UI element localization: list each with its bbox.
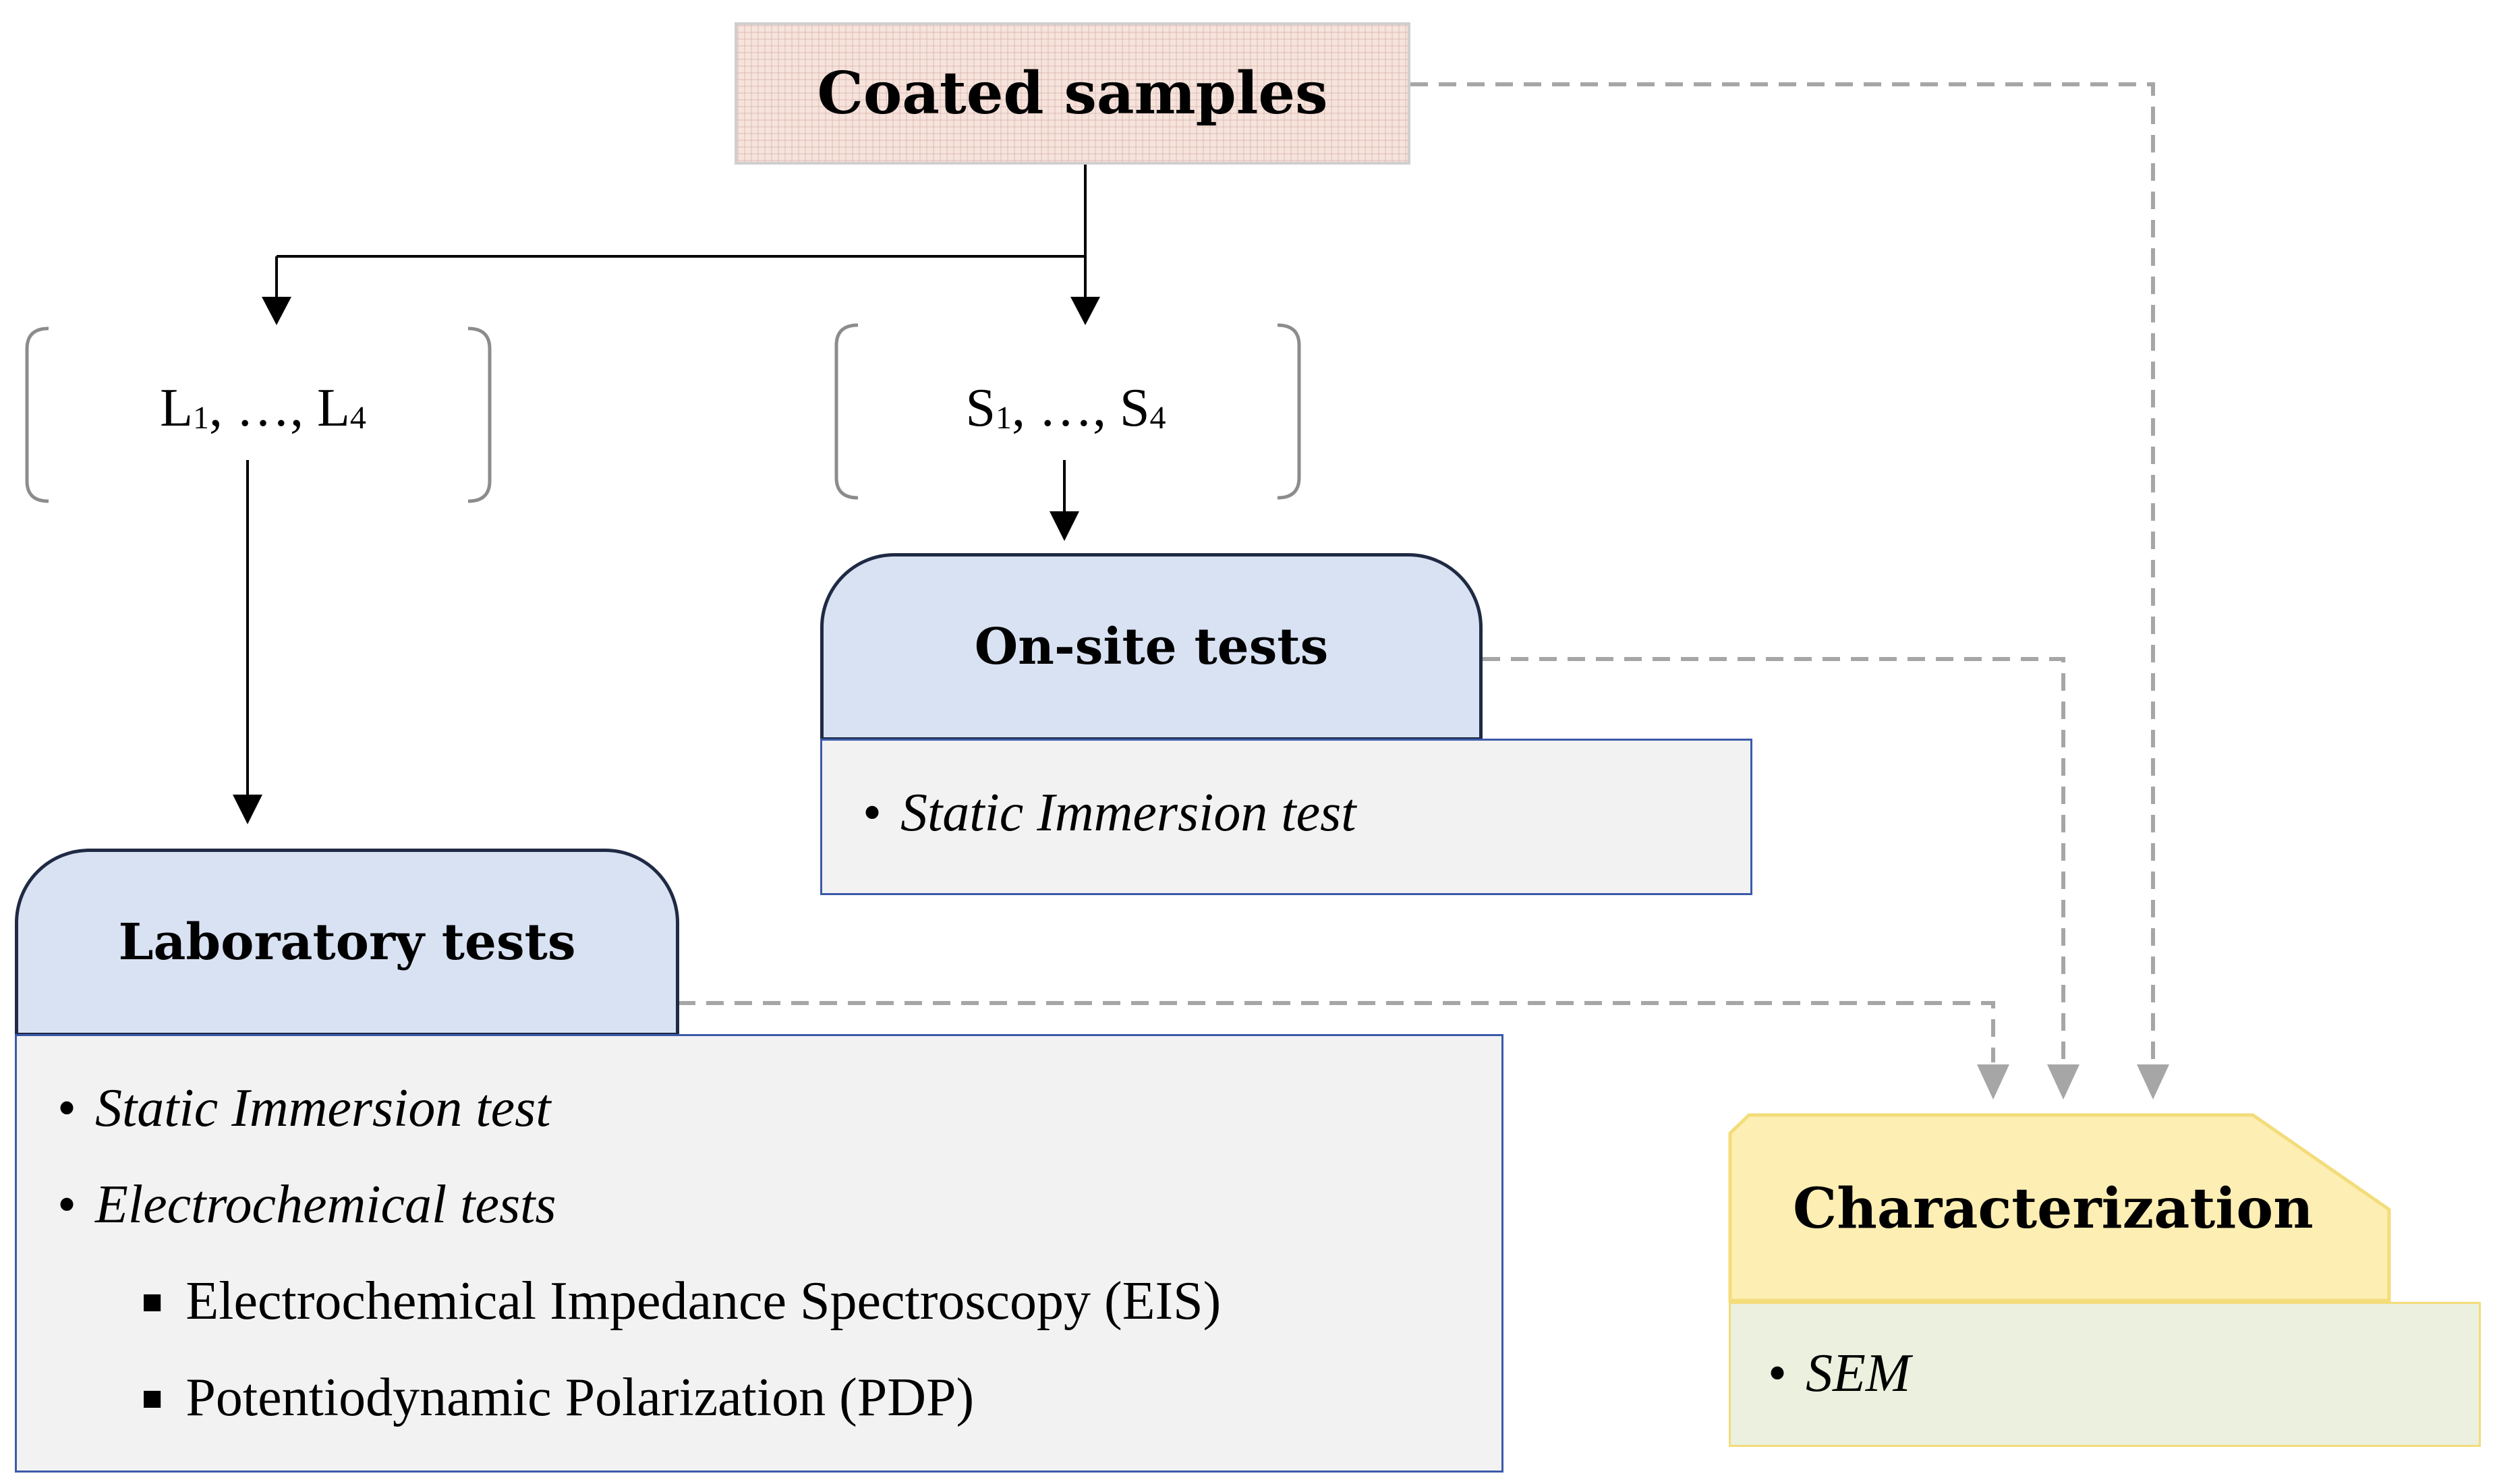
lab-tests-title: Laboratory tests — [118, 913, 576, 971]
bullet-icon: • — [863, 783, 882, 843]
bracket-site-group — [834, 323, 1301, 500]
lab-group-last-sub: 4 — [349, 400, 366, 436]
onsite-item-0-text: Static Immersion test — [900, 783, 1356, 843]
site-group-last: S — [1120, 378, 1150, 438]
onsite-tests-content: • Static Immersion test — [820, 739, 1752, 895]
square-bullet-icon: ■ — [142, 1283, 163, 1321]
lab-subitem-1-text: Potentiodynamic Polarization (PDP) — [185, 1368, 975, 1427]
lab-group-ellipsis: , …, — [209, 378, 317, 438]
lab-group-first-sub: 1 — [193, 400, 209, 436]
edge-lab-to-characterization — [678, 1001, 1995, 1062]
lab-item-0-text: Static Immersion test — [95, 1079, 551, 1138]
char-item-0-text: SEM — [1806, 1344, 1911, 1403]
lab-tests-content: • Static Immersion test • Electrochemical … — [15, 1034, 1503, 1473]
characterization-content: • SEM — [1729, 1302, 2481, 1447]
lab-group-last: L — [317, 378, 350, 438]
coated-samples-box: Coated samples — [735, 22, 1410, 165]
site-group-last-sub: 4 — [1149, 400, 1166, 436]
lab-subitem-0: ■ Electrochemical Impedance Spectroscopy … — [142, 1271, 1221, 1332]
dashed-arrowhead-lab — [1977, 1064, 2009, 1100]
site-group-ellipsis: , …, — [1012, 378, 1120, 438]
bullet-icon: • — [57, 1175, 77, 1234]
edge-coated-to-characterization — [1410, 82, 2155, 1062]
characterization-header: Characterization — [1729, 1114, 2391, 1303]
dashed-arrowhead-coated — [2137, 1064, 2169, 1100]
bullet-icon: • — [1768, 1344, 1787, 1403]
square-bullet-icon: ■ — [142, 1379, 163, 1418]
site-group-first-sub: 1 — [996, 400, 1012, 436]
coated-samples-label: Coated samples — [817, 59, 1328, 127]
edge-coated-to-groups — [275, 165, 1087, 297]
lab-tests-header: Laboratory tests — [15, 849, 679, 1036]
arrowhead-to-lab-tests — [233, 795, 262, 824]
bullet-icon: • — [57, 1079, 77, 1138]
arrowhead-to-site-group — [1070, 297, 1100, 325]
dashed-arrowhead-onsite — [2047, 1064, 2080, 1100]
lab-group-first: L — [160, 378, 193, 438]
arrowhead-to-onsite-tests — [1050, 511, 1079, 541]
characterization-title: Characterization — [1793, 1176, 2314, 1241]
char-item-0: • SEM — [1768, 1343, 1911, 1404]
bracket-lab-group — [25, 326, 492, 503]
site-group-first: S — [965, 378, 996, 438]
lab-subitem-1: ■ Potentiodynamic Polarization (PDP) — [142, 1367, 974, 1429]
lab-item-1-text: Electrochemical tests — [95, 1175, 556, 1234]
lab-item-0: • Static Immersion test — [57, 1078, 550, 1139]
lab-subitem-0-text: Electrochemical Impedance Spectroscopy (… — [185, 1272, 1222, 1331]
onsite-tests-title: On-site tests — [974, 618, 1329, 676]
onsite-item-0: • Static Immersion test — [863, 782, 1356, 844]
lab-item-1: • Electrochemical tests — [57, 1174, 556, 1236]
characterization-header-shape — [1728, 1113, 2391, 1303]
edge-onsite-to-characterization — [1483, 657, 2065, 1062]
onsite-tests-header: On-site tests — [820, 553, 1483, 741]
arrowhead-to-lab-group — [262, 297, 291, 325]
